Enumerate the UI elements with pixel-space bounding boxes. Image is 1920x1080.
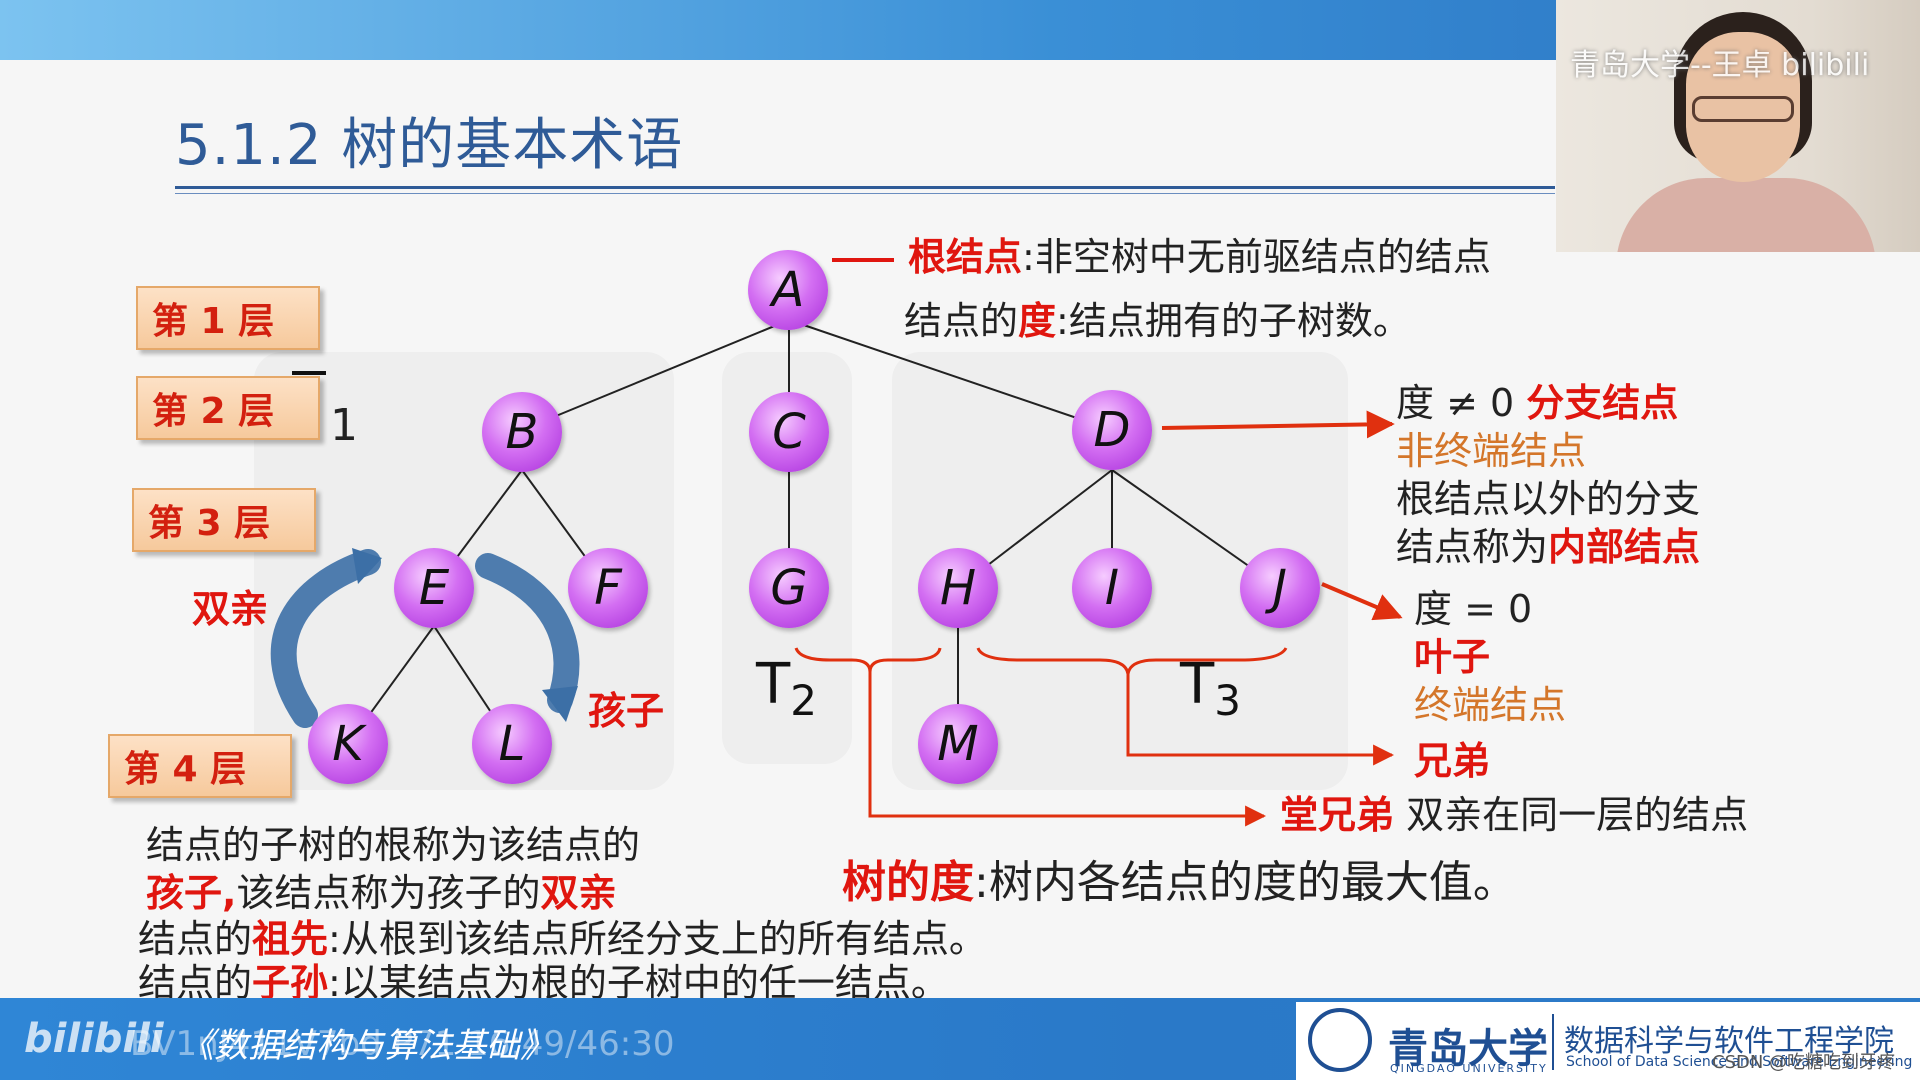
csdn-watermark: CSDN @吃糖吃到牙疼 bbox=[1712, 1052, 1896, 1073]
branch-cond: 度 ≠ 0 bbox=[1396, 381, 1515, 425]
internal-prefix: 结点称为 bbox=[1396, 525, 1549, 569]
node-f: F bbox=[568, 548, 648, 628]
school-name: 数据科学与软件工程学院 bbox=[1564, 1024, 1894, 1059]
child-arrow-head bbox=[542, 686, 578, 722]
sibling-arrow bbox=[1126, 674, 1395, 766]
book-title: 《数据结构与算法基础》 bbox=[180, 1026, 554, 1066]
node-b: B bbox=[482, 392, 562, 472]
leaf-arrow bbox=[1321, 582, 1403, 621]
internal-term: 内部结点 bbox=[1548, 525, 1701, 569]
university-emblem-icon bbox=[1308, 1008, 1372, 1072]
sibling-term: 兄弟 bbox=[1414, 739, 1491, 783]
parent-arrow-label: 双亲 bbox=[192, 587, 269, 631]
nonterminal-label: 非终端结点 bbox=[1396, 429, 1587, 473]
t3-subscript: 3 bbox=[1214, 676, 1241, 726]
t2-letter: T bbox=[756, 652, 791, 717]
degree-term: 度 bbox=[1018, 299, 1057, 343]
child-arrow bbox=[475, 553, 580, 713]
webcam-overlay: 青岛大学--王卓 bilibili bbox=[1556, 0, 1920, 252]
cousin-definition: 堂兄弟 双亲在同一层的结点 bbox=[1280, 784, 1748, 839]
footer-divider bbox=[1552, 1014, 1554, 1070]
presenter-face bbox=[1686, 32, 1800, 182]
root-def: 非空树中无前驱结点的结点 bbox=[1034, 235, 1491, 279]
layer-marker: 1 bbox=[330, 400, 358, 451]
title-underline-thin bbox=[175, 193, 1555, 194]
descendant-def: :以某结点为根的子树中的任一结点。 bbox=[328, 961, 949, 1005]
layer-label-1: 第 1 层 bbox=[136, 286, 320, 350]
title-underline bbox=[175, 186, 1555, 189]
leaf-cond: 度 = 0 bbox=[1414, 587, 1533, 631]
presenter-glasses bbox=[1692, 96, 1794, 122]
leaf-term: 叶子 bbox=[1414, 635, 1491, 679]
degree-prefix: 结点的 bbox=[904, 299, 1019, 343]
edge-a-d bbox=[788, 319, 1113, 431]
descendant-term: 子孙 bbox=[252, 961, 329, 1005]
university-name-en: QINGDAO UNIVERSITY bbox=[1390, 1062, 1548, 1075]
node-m: M bbox=[918, 704, 998, 784]
degree-def: :结点拥有的子树数。 bbox=[1056, 299, 1411, 343]
ancestor-prefix: 结点的 bbox=[138, 917, 253, 961]
branch-definition: 度 ≠ 0 分支结点 bbox=[1396, 372, 1678, 427]
ancestor-def: :从根到该结点所经分支上的所有结点。 bbox=[328, 917, 987, 961]
layer-label-4: 第 4 层 bbox=[108, 734, 292, 798]
node-k: K bbox=[308, 704, 388, 784]
node-d: D bbox=[1072, 390, 1152, 470]
layer-label-2: 第 2 层 bbox=[136, 376, 320, 440]
node-l: L bbox=[472, 704, 552, 784]
tree-degree-definition: 树的度:树内各结点的度的最大值。 bbox=[842, 846, 1517, 910]
bilibili-logo: bilibili bbox=[24, 1016, 164, 1062]
node-c: C bbox=[749, 392, 829, 472]
child-term: 孩子, bbox=[146, 871, 237, 915]
root-term: 根结点 bbox=[908, 235, 1023, 279]
ancestor-definition: 结点的祖先:从根到该结点所经分支上的所有结点。 bbox=[138, 908, 987, 963]
internal-line2: 结点称为内部结点 bbox=[1396, 516, 1700, 571]
node-g: G bbox=[749, 548, 829, 628]
node-e: E bbox=[394, 548, 474, 628]
cousin-term: 堂兄弟 bbox=[1280, 793, 1395, 837]
branch-term: 分支结点 bbox=[1526, 381, 1679, 425]
node-h: H bbox=[918, 548, 998, 628]
node-j: J bbox=[1240, 548, 1320, 628]
child-arrow-label: 孩子 bbox=[588, 689, 665, 733]
tree-degree-def: :树内各结点的度的最大值。 bbox=[974, 857, 1517, 908]
presenter-body bbox=[1616, 178, 1876, 252]
root-definition: 根结点:非空树中无前驱结点的结点 bbox=[908, 226, 1491, 281]
child-line1: 结点的子树的根称为该结点的 bbox=[146, 823, 641, 867]
subtree-label-t3: T3 bbox=[1180, 652, 1241, 725]
ancestor-term: 祖先 bbox=[252, 917, 329, 961]
slide-title: 5.1.2 树的基本术语 bbox=[175, 113, 684, 178]
descendant-prefix: 结点的 bbox=[138, 961, 253, 1005]
edge-a-b bbox=[521, 319, 790, 431]
tree-degree-term: 树的度 bbox=[842, 857, 974, 908]
webcam-caption: 青岛大学--王卓 bilibili bbox=[1570, 48, 1870, 83]
branch-arrow bbox=[1161, 410, 1395, 439]
parent-arrow bbox=[270, 549, 381, 728]
subtree-label-t2: T2 bbox=[756, 652, 817, 725]
t3-letter: T bbox=[1180, 652, 1215, 717]
layer-label-3: 第 3 层 bbox=[132, 488, 316, 552]
t2-subscript: 2 bbox=[790, 676, 817, 726]
node-i: I bbox=[1072, 548, 1152, 628]
brace-t2 bbox=[794, 647, 942, 673]
parent-term: 双亲 bbox=[540, 871, 617, 915]
school-name-en: School of Data Science and Software Engi… bbox=[1566, 1054, 1913, 1070]
degree-definition: 结点的度:结点拥有的子树数。 bbox=[904, 290, 1411, 345]
child-line2: 孩子,该结点称为孩子的双亲 bbox=[146, 862, 616, 917]
cousin-arrow bbox=[868, 672, 1267, 827]
descendant-definition: 结点的子孙:以某结点为根的子树中的任一结点。 bbox=[138, 952, 949, 1007]
parent-arrow-head bbox=[352, 548, 382, 584]
child-line2-mid: 该结点称为孩子的 bbox=[236, 871, 541, 915]
cousin-def: 双亲在同一层的结点 bbox=[1406, 793, 1749, 837]
internal-line1: 根结点以外的分支 bbox=[1396, 477, 1701, 521]
root-sep: : bbox=[1022, 235, 1035, 279]
video-id-timestamp: BV1nJ411V7bd P71 16:49/46:30 bbox=[130, 1024, 675, 1064]
terminal-label: 终端结点 bbox=[1414, 683, 1567, 727]
university-name: 青岛大学 bbox=[1388, 1025, 1548, 1072]
university-panel bbox=[1296, 1002, 1920, 1080]
node-a: A bbox=[748, 250, 828, 330]
